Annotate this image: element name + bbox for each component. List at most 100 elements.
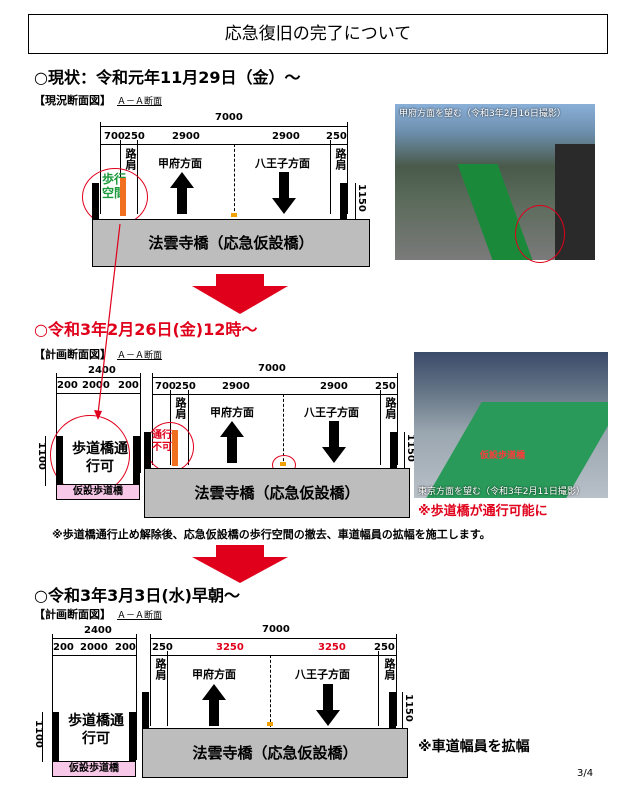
ped-rail-right [133,436,140,486]
dim-line [56,393,140,394]
dim-250-right: 250 [374,642,395,653]
dim-line [150,655,396,656]
connector-arrow-icon [94,223,121,420]
big-arrow-icon [192,545,288,583]
photo-caption: 甲府方面を望む（令和3年2月16日撮影） [399,109,566,119]
height-line [404,432,405,468]
dim-2900-right: 2900 [320,381,348,392]
ped-height-line [42,712,43,762]
section2-heading: ○令和3年2月26日(金)12時～ [34,320,258,339]
center-marker [267,722,273,726]
walk-space-label: 歩行空間 [101,172,126,200]
arrow-down-icon [272,172,296,214]
dim-3250-left: 3250 [216,642,244,653]
section2-total-width: 7000 [258,363,286,374]
arrow-up-icon [170,172,194,214]
dim-250: 250 [124,131,145,142]
section1-heading: ○現状：令和元年11月29日（金）～ [34,68,301,87]
rail-left [142,692,149,729]
rail-right [389,692,396,729]
dim-line [56,377,140,378]
direction-hachioji: 八王子方面 [295,668,350,681]
dim-tick [56,373,57,473]
ped-height: 1100 [33,720,44,748]
no-pass-label: 通行不可 [152,430,172,453]
ped-dim-200-right: 200 [118,380,139,391]
photo-tokyo: 仮設歩道橋 東京方面を望む（令和3年2月11日撮影） [414,352,608,498]
center-marker [231,213,237,217]
direction-kofu: 甲府方面 [210,406,254,419]
dim-250-right: 250 [326,131,347,142]
dim-tick [150,634,151,726]
dim-3250-right: 3250 [318,642,346,653]
ped-total-width: 2400 [84,625,112,636]
section3-heading: ○令和3年3月3日(水)早朝～ [34,586,240,605]
dim-tick [347,122,348,214]
section3-label: 【計画断面図】Ａ－Ａ断面 [34,608,163,621]
dim-2900-right: 2900 [272,131,300,142]
dim-tick [397,373,398,465]
ped-rail-left [52,712,59,762]
section1-label: 【現況断面図】Ａ－Ａ断面 [34,94,163,107]
page-title: 応急復旧の完了について [28,14,608,54]
dim-tick [136,634,137,760]
arrow-down-icon [316,684,340,726]
height-label: 1150 [405,434,416,462]
dim-tick [167,651,168,726]
callout-ped: ※歩道橋が通行可能に [418,504,548,519]
dim-tick [188,390,189,465]
callout-widen: ※車道幅員を拡幅 [418,739,530,755]
dim-tick [378,651,379,726]
dim-250: 250 [175,381,196,392]
height-line [402,692,403,728]
dim-tick [52,634,53,760]
photo-kofu: 甲府方面を望む（令和3年2月16日撮影） [395,104,595,260]
centerline [234,144,235,216]
rail-right [340,183,347,220]
shoulder-label-left: 路肩 [124,148,137,170]
section2-label: 【計画断面図】Ａ－Ａ断面 [34,348,163,361]
direction-kofu: 甲府方面 [158,157,202,170]
ped-dim-200-left: 200 [57,380,78,391]
ped-dim-200-left: 200 [53,642,74,653]
ped-dim-2000: 2000 [80,642,108,653]
dim-tick [380,390,381,465]
photo-ped-label: 仮設歩道橋 [480,451,526,461]
dim-700: 700 [155,381,176,392]
arrow-up-icon [202,684,226,726]
dim-tick [140,373,141,473]
dim-tick [100,122,101,214]
dim-line [52,655,136,656]
section1-total-width: 7000 [215,112,243,123]
rail-left [144,432,151,469]
photo-circle [515,205,565,263]
shoulder-label-right: 路肩 [383,658,396,680]
dim-tick [330,140,331,214]
direction-kofu: 甲府方面 [192,668,236,681]
ped-rail-left [56,436,63,486]
direction-hachioji: 八王子方面 [304,406,359,419]
big-arrow-icon [192,274,288,314]
ped-dim-200-right: 200 [115,642,136,653]
bridge-deck: 法雲寺橋（応急仮設橋） [144,468,410,518]
height-label: 1150 [356,184,367,212]
photo-caption: 東京方面を望む（令和3年2月11日撮影） [418,487,585,497]
shoulder-label-right: 路肩 [384,397,397,419]
ped-height-line [45,436,46,486]
bridge-deck: 法雲寺橋（応急仮設橋） [92,219,370,267]
walk-barrier [172,430,178,466]
dim-2900-left: 2900 [222,381,250,392]
dim-line [52,638,136,639]
center-marker [280,462,286,466]
dim-line [100,144,347,145]
dim-250: 250 [152,642,173,653]
dim-line [150,638,396,639]
ped-bridge: 仮設歩道橋 [52,761,136,777]
height-label: 1150 [403,694,414,722]
construction-note: ※歩道橋通行止め解除後、応急仮設橋の歩行空間の撤去、車道幅員の拡幅を施工します。 [52,528,491,541]
arrow-up-icon [220,421,244,463]
ped-rail-right [129,712,136,762]
bridge-deck: 法雲寺橋（応急仮設橋） [142,728,408,778]
ped-status: 歩道橋通行可 [72,441,128,475]
section3-total-width: 7000 [262,624,290,635]
